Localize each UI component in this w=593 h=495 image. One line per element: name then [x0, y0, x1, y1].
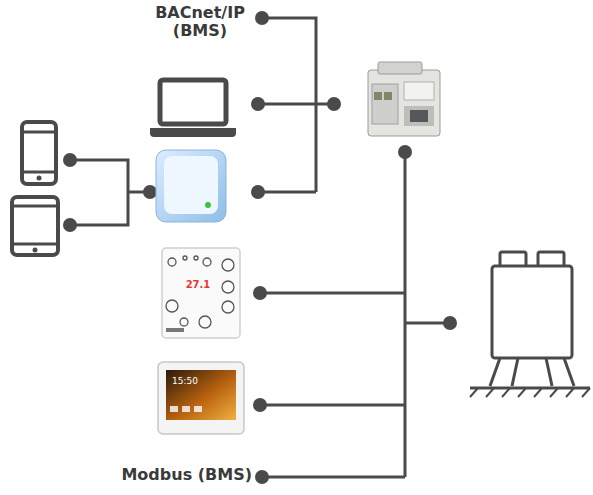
display-reading: 27.1 [178, 279, 218, 291]
junction-dots [63, 11, 457, 484]
laptop-icon [150, 80, 236, 137]
room-controller [162, 248, 240, 338]
gateway-module [368, 62, 440, 136]
touch-panel [158, 362, 244, 434]
protocol-label: Modbus (BMS) [80, 466, 252, 484]
smartphone-icon [22, 122, 56, 184]
hvac-unit [470, 252, 590, 397]
protocol-label: BACnet/IP (BMS) [150, 4, 250, 41]
tablet-icon [12, 197, 58, 255]
bus-wires [70, 18, 450, 477]
display-time: 15:50 [172, 376, 212, 386]
wifi-router [156, 150, 226, 222]
